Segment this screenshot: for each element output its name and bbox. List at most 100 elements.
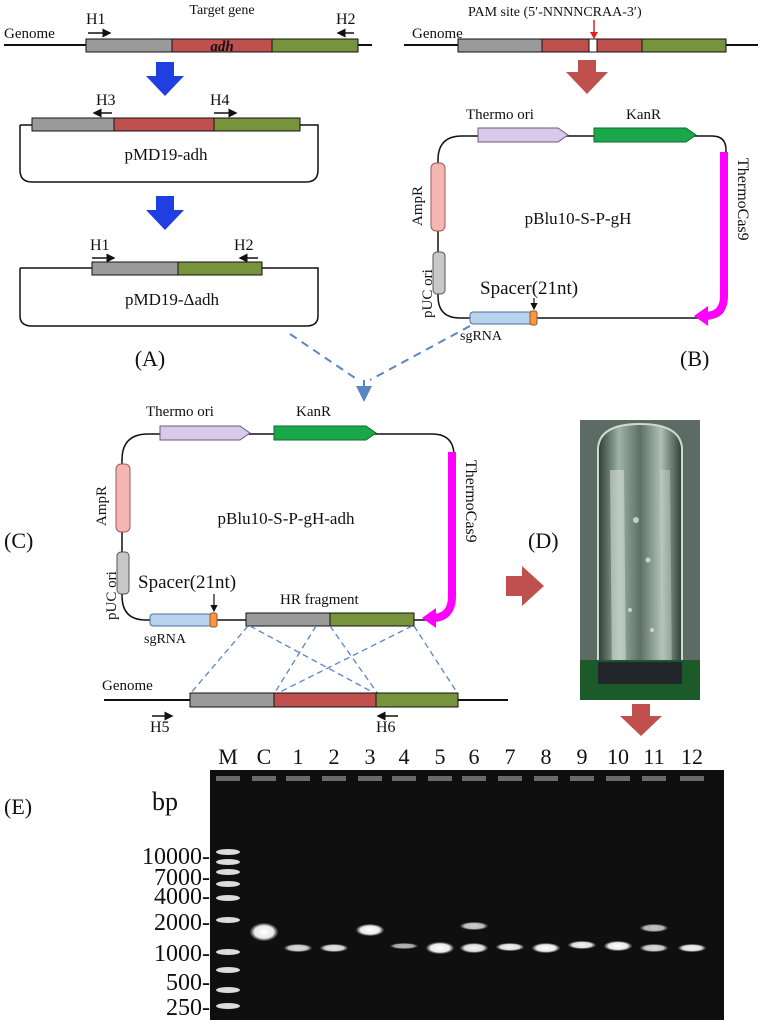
lane-label-10: 10 xyxy=(607,744,629,769)
gel-band xyxy=(356,924,384,936)
kanr-c-label: KanR xyxy=(296,404,331,420)
ladder-size-label: 250- xyxy=(166,995,210,1021)
primer-h3-label: H3 xyxy=(96,92,116,109)
ladder-band xyxy=(216,949,240,955)
panel-a-gray-segment xyxy=(85,38,173,53)
panel-c-genome-red xyxy=(273,692,377,708)
lane-label-11: 11 xyxy=(643,744,664,769)
gel-well xyxy=(570,776,594,781)
lane-label-8: 8 xyxy=(541,744,552,769)
kanr-b xyxy=(593,127,697,143)
lane-label-7: 7 xyxy=(505,744,516,769)
ladder-bands xyxy=(216,849,240,1009)
gel-well xyxy=(216,776,240,781)
sample-bands xyxy=(250,922,706,954)
pmd19-adh-label: pMD19-adh xyxy=(124,145,208,164)
gel-well xyxy=(498,776,522,781)
ladder-size-label: 2000- xyxy=(154,910,210,936)
thermocas9-c xyxy=(431,452,456,622)
ampr-b xyxy=(430,162,446,232)
pmd19-adh-gray xyxy=(31,117,115,132)
panel-b-label: (B) xyxy=(680,346,709,371)
gel-band xyxy=(250,923,278,941)
gel-wells xyxy=(216,776,704,781)
lane-label-4: 4 xyxy=(399,744,410,769)
pam-site-marker xyxy=(588,38,598,53)
hr-fragment-label: HR fragment xyxy=(280,592,360,608)
puc-ori-b-label: pUC ori xyxy=(420,269,436,318)
lane-label-C: C xyxy=(257,744,272,769)
lane-label-9: 9 xyxy=(577,744,588,769)
lane-label-1: 1 xyxy=(293,744,304,769)
ladder-band xyxy=(216,917,240,923)
ladder-band xyxy=(216,987,240,993)
hr-fragment-gray xyxy=(245,612,331,627)
red-right-arrow-d xyxy=(506,566,544,606)
thermo-ori-b-label: Thermo ori xyxy=(466,107,534,123)
pmd19-adh-backbone xyxy=(19,124,319,183)
hr-fragment-green xyxy=(329,612,415,627)
panel-a-h1-second-label: H1 xyxy=(90,237,110,254)
panel-c-genome-green xyxy=(375,692,459,708)
ladder-band xyxy=(216,967,240,973)
gel-well xyxy=(680,776,704,781)
sgrna-b-label: sgRNA xyxy=(460,329,503,344)
panel-c-genome-label: Genome xyxy=(102,678,153,694)
lane-label-3: 3 xyxy=(365,744,376,769)
primer-h5-label: H5 xyxy=(150,719,170,736)
gel-band xyxy=(460,922,488,930)
plasmid-c-label: pBlu10-S-P-gH-adh xyxy=(218,509,355,528)
gel-well xyxy=(286,776,310,781)
panel-c-label: (C) xyxy=(4,528,33,553)
gel-band xyxy=(496,943,524,951)
ladder-band xyxy=(216,859,240,865)
panel-a-genome-label: Genome xyxy=(4,26,55,42)
gel-well xyxy=(252,776,276,781)
primer-h2-label: H2 xyxy=(336,11,356,28)
thermocas9-c-label: ThermoCas9 xyxy=(462,460,479,543)
panel-a-target-gene-label: Target gene xyxy=(189,3,254,18)
panel-b-genome-label: Genome xyxy=(412,26,463,42)
primer-h1-label: H1 xyxy=(86,11,106,28)
pmd19-adh-green xyxy=(213,117,301,132)
thermocas9-b xyxy=(703,152,728,320)
thermocas9-b-label: ThermoCas9 xyxy=(734,158,751,241)
gel-band xyxy=(460,943,488,953)
ladder-size-label: 4000- xyxy=(154,884,210,910)
panel-a: Genome adh Target gene H1 H2 H3 H4 pMD19… xyxy=(4,3,372,371)
ladder-labels: 10000-7000-4000-2000-1000-500-250- xyxy=(142,844,210,1021)
ladder-band xyxy=(216,895,240,901)
dashed-connector-b xyxy=(369,325,471,381)
kanr-c xyxy=(273,425,377,441)
panel-b-green-segment xyxy=(641,38,727,53)
gel-band xyxy=(532,943,560,953)
ladder-size-label: 7000- xyxy=(154,865,210,891)
gel-well xyxy=(534,776,558,781)
gel-band xyxy=(678,944,706,952)
lane-label-5: 5 xyxy=(435,744,446,769)
gel-well xyxy=(642,776,666,781)
ladder-band xyxy=(216,881,240,887)
ladder-size-label: 10000- xyxy=(142,844,210,870)
gel-image xyxy=(210,770,724,1020)
ampr-c-label: AmpR xyxy=(94,486,110,526)
red-down-arrow-b xyxy=(566,60,608,94)
sgrna-c xyxy=(149,613,213,627)
panel-b: PAM site (5′-NNNNCRAA-3′) Genome Thermo … xyxy=(404,5,758,371)
pmd19-adh-red xyxy=(113,117,215,132)
gel-band xyxy=(640,924,668,932)
pmd19-dadh-green xyxy=(177,261,263,276)
gel-band xyxy=(568,941,596,949)
bp-unit-label: bp xyxy=(152,787,178,816)
ladder-size-label: 500- xyxy=(166,970,210,996)
blue-down-arrow-2 xyxy=(146,196,184,230)
gel-well xyxy=(358,776,382,781)
pmd19-dadh-backbone xyxy=(19,267,319,327)
pmd19-dadh-label: pMD19-Δadh xyxy=(125,290,220,309)
panel-c-genome-gray xyxy=(189,692,275,708)
blue-down-arrow-1 xyxy=(146,62,184,96)
spacer-b xyxy=(529,310,538,326)
panel-e-label: (E) xyxy=(4,794,32,819)
